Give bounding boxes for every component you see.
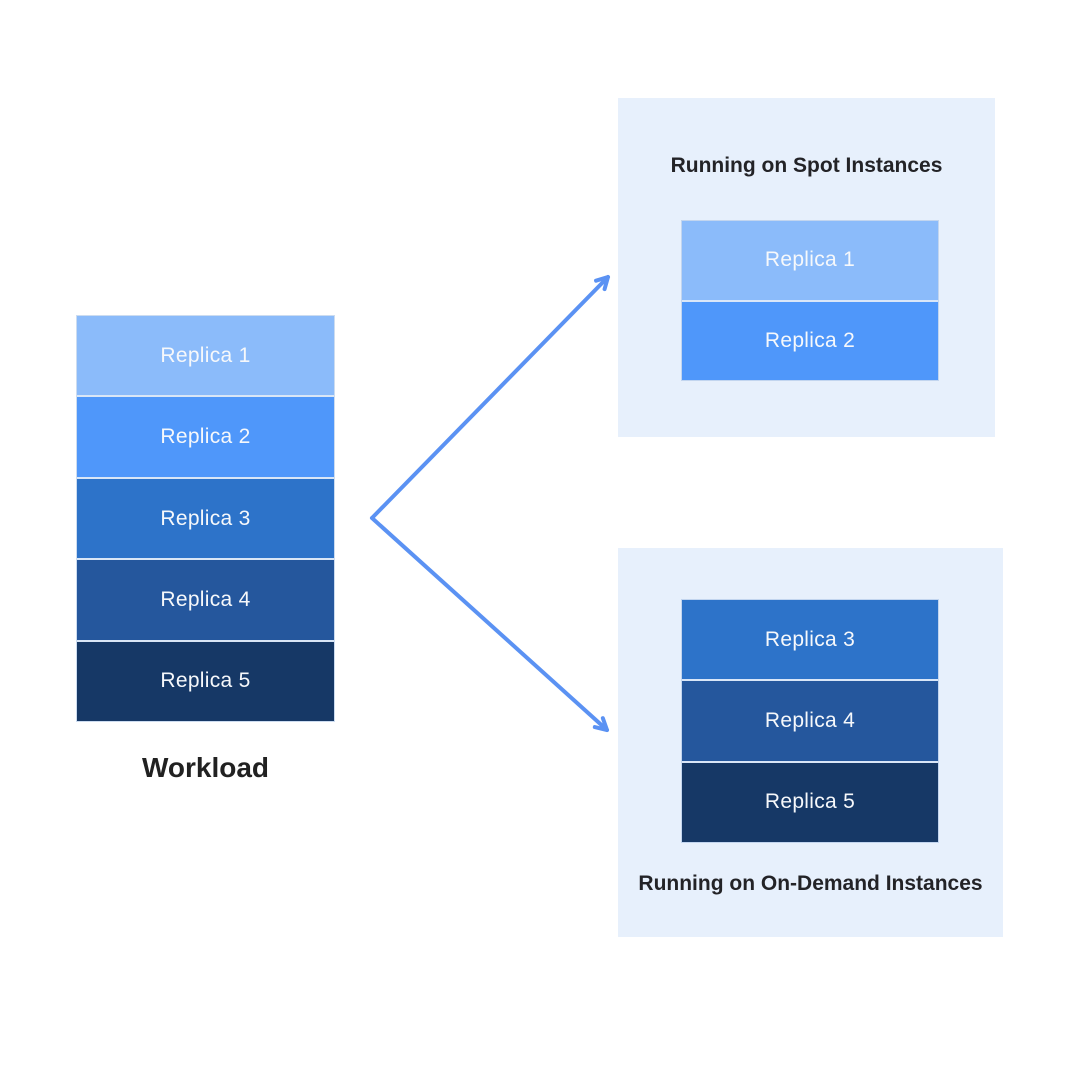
replica-label: Replica 4 [764, 708, 856, 732]
workload-replica-1: Replica 1 [77, 316, 334, 396]
arrow-to-spot [370, 275, 610, 520]
replica-label: Replica 2 [764, 328, 856, 352]
replica-label: Replica 1 [160, 343, 251, 367]
replica-label: Replica 5 [764, 790, 856, 814]
workload-stack: Replica 1 Replica 2 Replica 3 Replica 4 … [76, 315, 335, 722]
replica-label: Replica 1 [764, 248, 856, 272]
spot-panel: Running on Spot Instances Replica 1 Repl… [618, 98, 995, 437]
spot-replica-1: Replica 1 [682, 221, 938, 300]
ondemand-replica-3: Replica 3 [682, 600, 938, 680]
replica-label: Replica 3 [160, 506, 251, 530]
workload-caption: Workload [141, 752, 270, 783]
replica-label: Replica 5 [160, 669, 251, 693]
ondemand-panel: Replica 3 Replica 4 Replica 5 Running on… [618, 548, 1003, 937]
ondemand-panel-title: Running on On-Demand Instances [638, 872, 983, 895]
replica-label: Replica 4 [160, 587, 251, 611]
spot-replica-2: Replica 2 [682, 301, 938, 380]
ondemand-replica-5: Replica 5 [682, 762, 938, 842]
workload-replica-3: Replica 3 [77, 478, 334, 559]
replica-label: Replica 2 [160, 425, 251, 449]
workload-replica-2: Replica 2 [77, 397, 334, 477]
arrow-to-ondemand [370, 516, 609, 732]
ondemand-replica-stack: Replica 3 Replica 4 Replica 5 [681, 599, 939, 843]
workload-replica-5: Replica 5 [77, 641, 334, 722]
replica-label: Replica 3 [764, 627, 856, 651]
workload-replica-4: Replica 4 [77, 560, 334, 640]
spot-panel-title: Running on Spot Instances [670, 154, 943, 177]
spot-replica-stack: Replica 1 Replica 2 [681, 220, 939, 381]
ondemand-replica-4: Replica 4 [682, 681, 938, 761]
